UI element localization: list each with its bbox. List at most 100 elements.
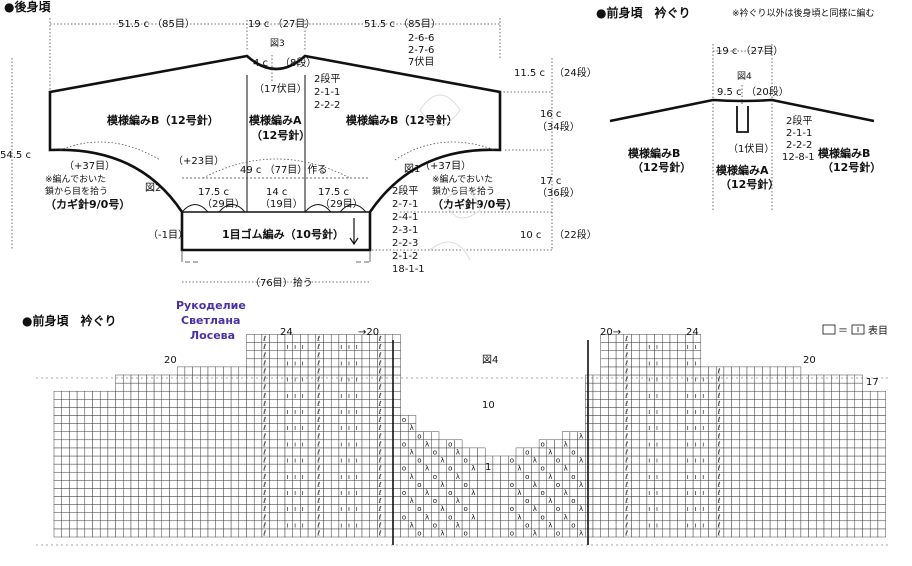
chart-cell [469,520,478,530]
chart-cell [816,504,825,513]
chart-cell [731,463,740,473]
chart-symbol: ı [648,505,650,513]
chart-cell [184,431,193,441]
chart-symbol: ℓ [262,424,266,432]
chart-cell [153,374,163,384]
chart-cell [92,504,101,513]
chart-cell [361,374,370,384]
chart-cell [107,471,116,481]
chart-cell [731,366,740,376]
row-right-24: 24 [686,327,699,338]
chart-cell [561,471,571,481]
chart-cell [392,366,401,376]
chart-cell [369,366,378,376]
chart-cell [739,496,748,505]
chart-cell [269,447,278,457]
chart-cell [461,463,471,473]
chart-symbol: ı [286,505,288,513]
chart-cell [854,520,863,530]
chart-symbol: ℓ [624,521,628,529]
chart-cell [123,415,132,424]
chart-cell [392,528,401,538]
chart-cell [839,463,848,473]
chart-symbol: ı [340,505,342,513]
chart-cell [731,520,740,530]
chart-cell [330,496,340,505]
chart-symbol: ℓ [262,473,266,481]
chart-cell [538,455,548,465]
chart-cell [338,334,347,343]
chart-cell [384,382,394,392]
chart-cell [477,488,486,497]
chart-cell [215,390,224,400]
chart-symbol: ℓ [316,489,320,497]
chart-cell [392,431,401,441]
chart-cell [392,504,401,513]
chart-symbol: ı [302,392,304,400]
chart-cell [608,382,617,392]
chart-cell [638,382,648,392]
chart-cell [592,496,601,505]
chart-cell [777,431,786,441]
chart-cell [746,528,755,538]
chart-cell [600,471,609,481]
chart-cell [569,431,578,441]
chart-cell [862,423,871,432]
chart-symbol: ℓ [378,521,382,529]
inc-list-0: 2段平 [392,184,418,197]
chart-symbol: ı [695,359,697,367]
chart-cell [800,496,809,505]
chart-cell [585,431,594,441]
knitting-chart-grid: ℓℓℓℓℓℓℓℓℓℓℓℓℓℓℓℓℓℓℓℓℓℓℓℓℓııııııııııııııı… [36,334,890,546]
chart-cell [746,431,755,441]
chart-cell [84,488,93,497]
chart-cell [754,504,763,513]
chart-cell [230,366,240,376]
chart-symbol: ı [348,489,350,497]
chart-cell [646,496,655,505]
chart-cell [692,366,702,376]
chart-symbol: ℓ [316,384,320,392]
chart-cell [246,431,255,441]
chart-cell [500,488,509,497]
chart-symbol: ı [648,424,650,432]
front-a-1: 模様編みA [716,163,769,177]
chart-symbol: λ [410,497,414,505]
chart-symbol: ı [648,343,650,351]
chart-cell [207,415,216,424]
chart-cell [816,496,825,505]
chart-cell [461,520,471,530]
chart-symbol: o [541,489,545,497]
chart-cell [400,528,409,538]
chart-cell [669,350,678,360]
chart-symbol: ı [695,408,697,416]
chart-cell [407,528,417,538]
chart-cell [53,431,62,441]
chart-cell [762,496,771,505]
chart-symbol: ı [356,489,358,497]
chart-cell [677,488,686,497]
chart-cell [354,415,363,424]
chart-cell [823,463,832,473]
chart-cell [669,496,678,505]
chart-cell [400,480,409,489]
chart-cell [92,488,101,497]
chart-cell [831,382,840,392]
chart-symbol: ℓ [316,440,320,448]
chart-cell [253,455,263,465]
chart-cell [400,496,409,505]
chart-symbol: o [541,513,545,521]
chart-cell [677,350,686,360]
chart-symbol: ı [302,489,304,497]
chart-cell [492,471,501,481]
chart-cell [354,350,363,360]
chart-cell [561,455,571,465]
chart-cell [631,399,640,408]
front-dec-2: 2-2-2 [786,140,812,151]
chart-cell [223,471,232,481]
chart-cell [200,463,209,473]
chart-cell [307,455,317,465]
chart-symbol: ı [294,343,296,351]
chart-cell [361,463,370,473]
chart-cell [253,374,263,384]
